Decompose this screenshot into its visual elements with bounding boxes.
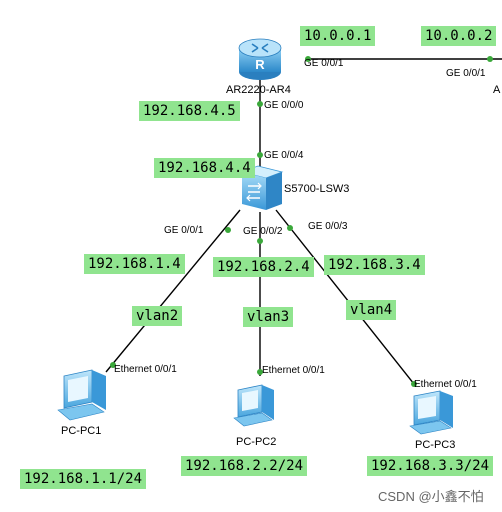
port-label-sw-g002: GE 0/0/2 [243,226,283,237]
vlan-label-pc2: vlan3 [243,307,294,327]
switch-icon[interactable] [240,165,284,210]
watermark: CSDN @小鑫不怕 [378,489,484,504]
link-switch-pc3[interactable] [275,209,415,385]
peer-router-name-clipped: A [493,84,501,96]
ip-label-wan-peer: 10.0.0.2 [421,26,497,46]
ip-label-sw-vlan4: 192.168.3.4 [324,255,425,275]
pc3-icon[interactable] [409,390,453,435]
port-dot-ar4-g001 [305,56,311,62]
pc1-icon[interactable] [57,369,106,421]
ip-label-sw-vlan2: 192.168.1.4 [84,254,185,274]
port-label-sw-g001: GE 0/0/1 [164,225,204,236]
vlan-label-pc1: vlan2 [132,306,183,326]
pc3-ip-label: 192.168.3.3/24 [367,456,494,476]
port-dot-pc1 [110,362,116,368]
port-dot-pc3 [411,381,417,387]
port-dot-ar4-g000 [257,101,263,107]
port-label-sw-g004: GE 0/0/4 [264,150,304,161]
port-dot-sw-g003 [287,225,293,231]
ip-label-sw-vlan3: 192.168.2.4 [213,257,314,277]
pc2-ip-label: 192.168.2.2/24 [181,456,308,476]
port-dot-sw-g002 [257,238,263,244]
port-dot-sw-g004 [257,152,263,158]
pc1-name: PC-PC1 [61,425,102,437]
port-label-ar4-g001: GE 0/0/1 [304,58,344,69]
port-label-sw-g003: GE 0/0/3 [308,221,348,232]
switch-name: S5700-LSW3 [284,183,350,195]
port-label-ar4-g000: GE 0/0/0 [264,100,304,111]
pc2-name: PC-PC2 [236,436,277,448]
link-switch-pc1[interactable] [105,209,241,373]
ip-label-sw-uplink: 192.168.4.4 [154,158,255,178]
ip-label-ar4-lan: 192.168.4.5 [139,101,240,121]
pc3-name: PC-PC3 [415,439,456,451]
router-icon[interactable]: R [238,38,282,80]
port-label-peer-g001: GE 0/0/1 [446,68,486,79]
pc2-icon[interactable] [233,384,274,427]
port-dot-pc2 [257,369,263,375]
port-dot-sw-g001 [225,227,231,233]
ip-label-wan-ar4: 10.0.0.1 [300,26,376,46]
port-label-pc2: Ethernet 0/0/1 [262,365,325,376]
port-dot-peer-g001 [487,56,493,62]
port-label-pc3: Ethernet 0/0/1 [414,379,477,390]
pc1-ip-label: 192.168.1.1/24 [20,469,147,489]
router-name: AR2220-AR4 [226,84,291,96]
vlan-label-pc3: vlan4 [346,300,397,320]
port-label-pc1: Ethernet 0/0/1 [114,364,177,375]
svg-text:R: R [255,57,265,72]
